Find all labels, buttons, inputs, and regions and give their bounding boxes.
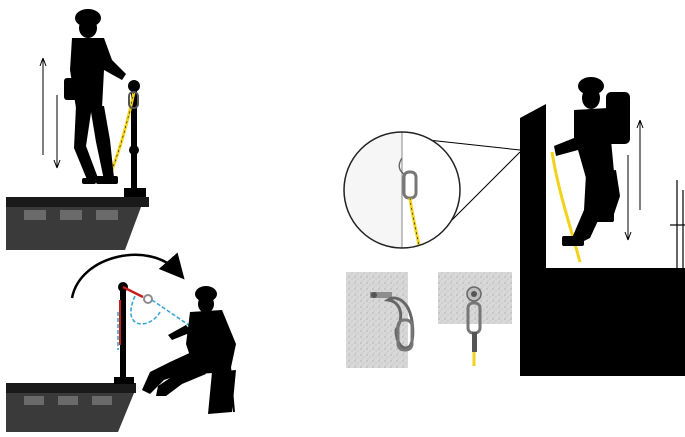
climbing-worker-silhouette [554,77,630,246]
seated-worker-silhouette [142,286,236,414]
wall-anchor-plate-1 [346,272,413,368]
roof-edge-top [6,197,149,250]
magnifier-callout [344,132,520,250]
roof-edge-bottom [6,383,136,432]
wall-anchor-plate-2 [438,272,512,366]
panel-bottom-left [6,255,236,432]
panel-right [344,77,685,376]
blue-rope [118,296,196,350]
yellow-lanyard [110,92,134,175]
anchor-post [124,80,146,197]
panel-top-left [6,9,149,250]
anchor-post-bottom [114,282,152,384]
railing [670,180,685,268]
